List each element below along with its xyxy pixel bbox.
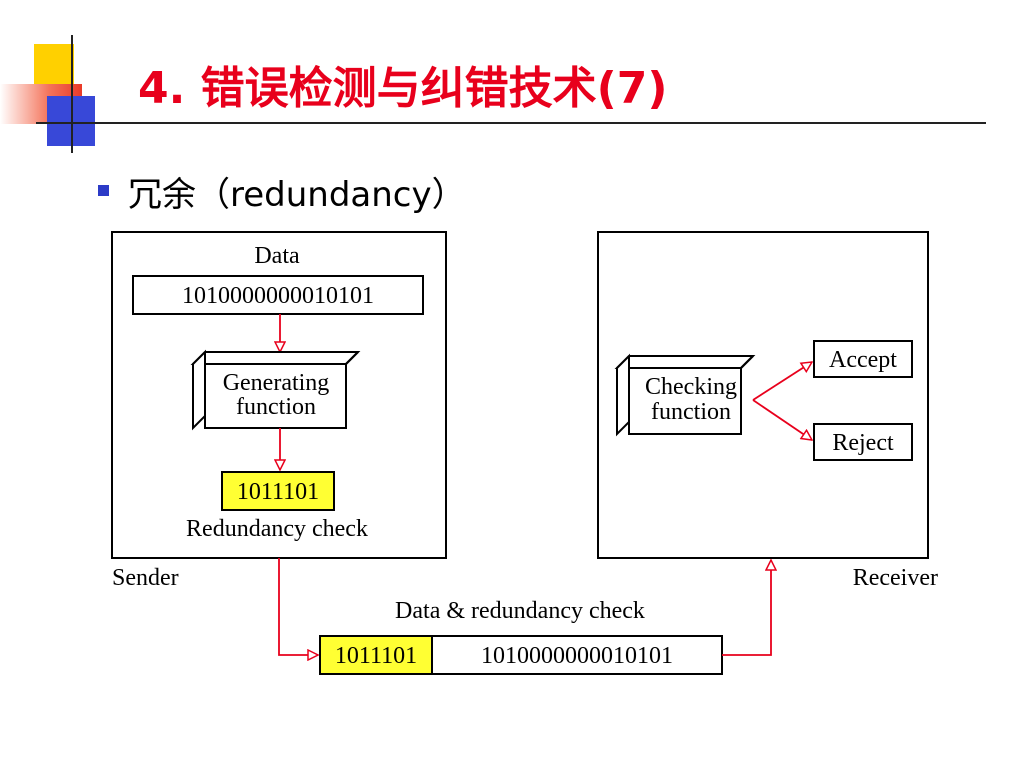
generator-line1: Generating [223,370,330,396]
decor-vertical-line [71,35,73,153]
data-title: Data [254,243,300,269]
transmission-label: Data & redundancy check [395,598,645,624]
arrow-channel-to-receiver [722,560,771,656]
redundancy-bits: 1011101 [237,479,319,505]
arrow-to-reject [752,399,812,440]
redundancy-bits-box [221,471,335,511]
transmitted-data-box [431,635,723,675]
checker-line1: Checking [645,374,737,400]
transmitted-data-bits: 1010000000010101 [481,643,673,669]
bullet-square-icon [98,185,109,196]
receiver-label: Receiver [853,565,938,591]
transmitted-codeword: 1011101 1010000000010101 [319,635,723,675]
generating-function-box: Generating function [190,349,361,431]
reject-label: Reject [832,430,894,456]
accept-box [813,340,913,378]
decor-yellow-square [34,44,74,88]
arrow-sender-to-channel [278,558,318,655]
generator-line2: function [236,394,316,420]
receiver-panel: Checking function Accept Reject [597,231,929,559]
bullet-text: 冗余（redundancy） [128,175,466,215]
accept-label: Accept [829,347,897,373]
reject-box [813,423,913,461]
sender-panel: Data 1010000000010101 Generating functio… [111,231,447,559]
redundancy-label: Redundancy check [186,516,368,542]
arrow-to-accept [752,362,812,401]
title-underline [36,122,986,124]
checker-line2: function [651,399,731,425]
data-bits: 1010000000010101 [182,283,374,309]
transmitted-redundancy-bits: 1011101 [335,643,417,669]
slide-title: 4. 错误检测与纠错技术(7) [138,63,668,114]
sender-label: Sender [112,565,179,591]
data-bits-box [132,275,424,315]
checking-function-box: Checking function [614,353,756,437]
